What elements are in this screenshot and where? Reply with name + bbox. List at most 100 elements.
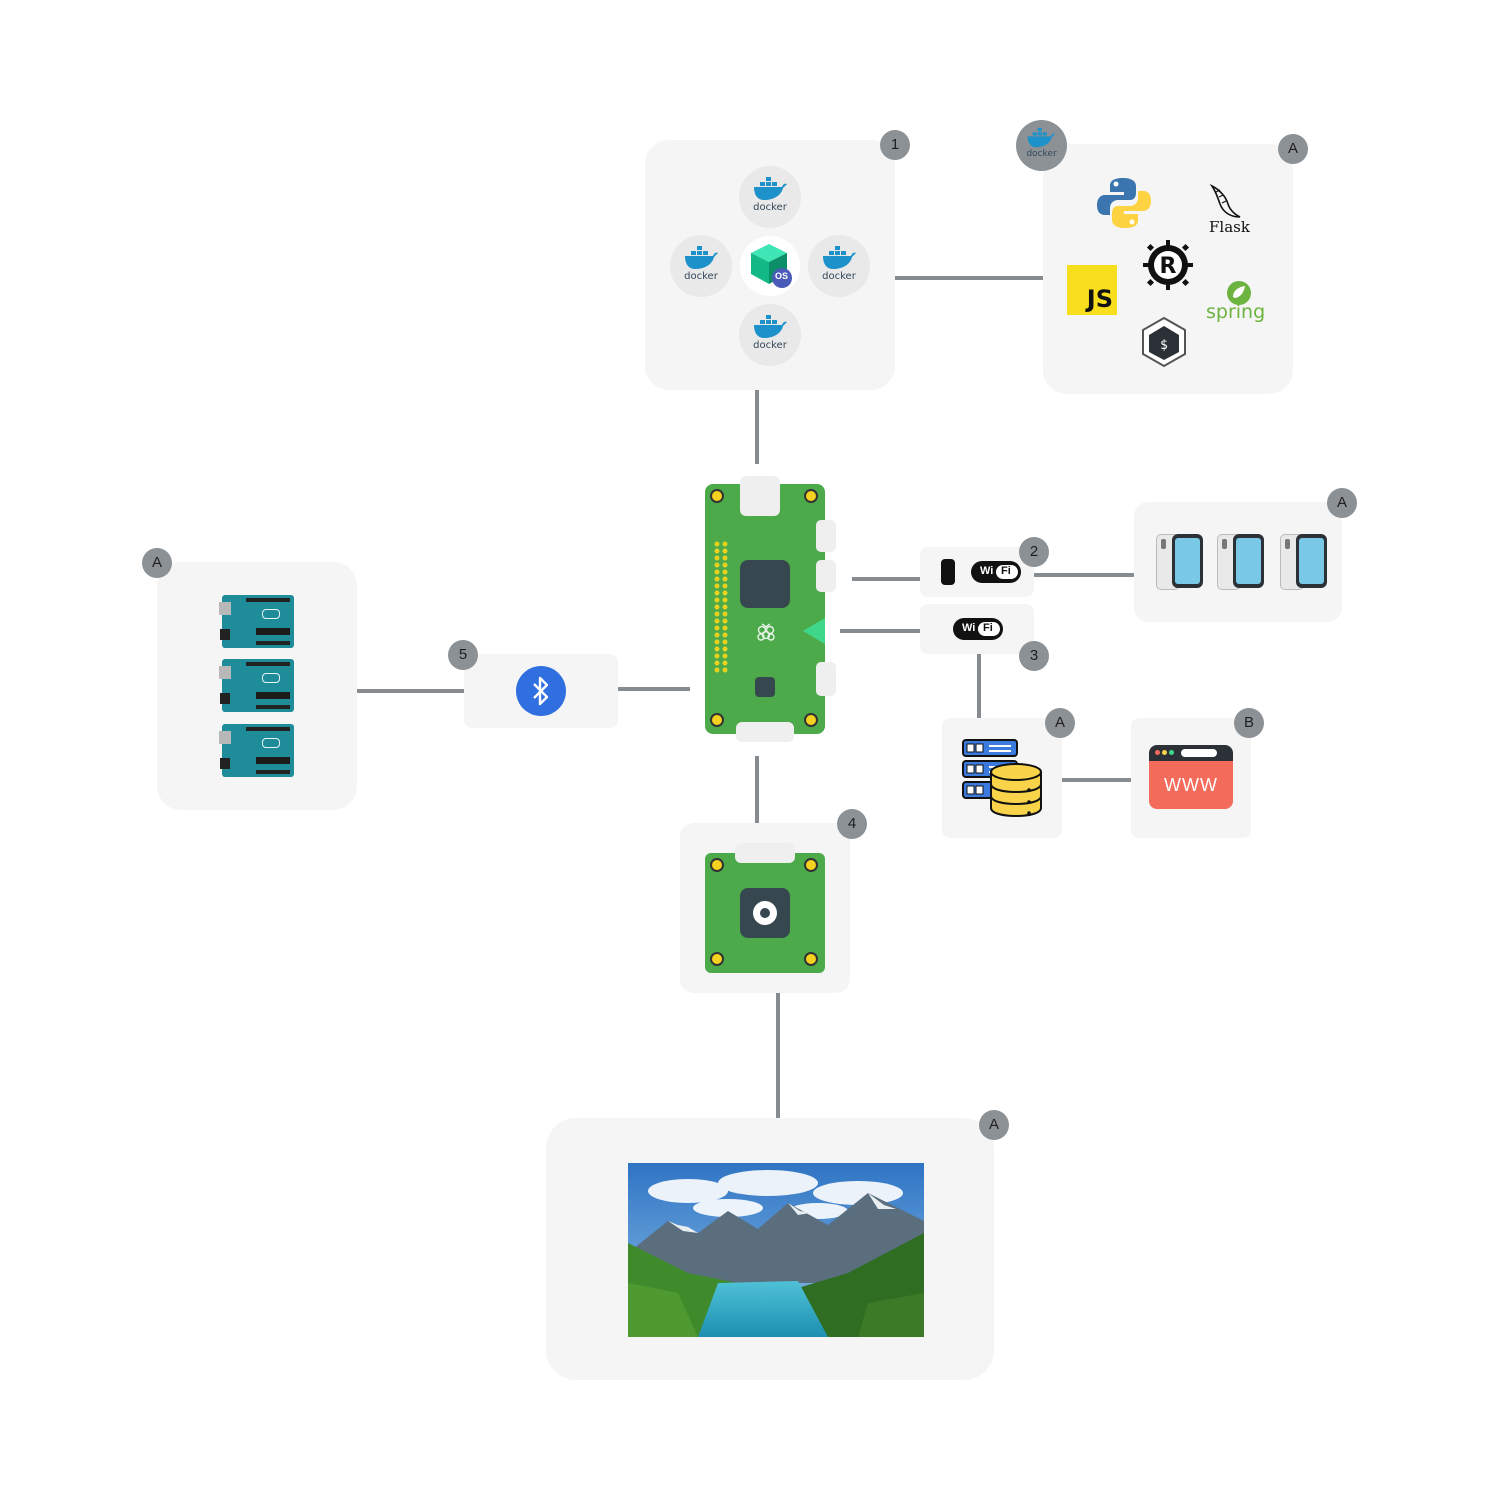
browser-dot <box>1155 750 1160 755</box>
camera-hole <box>804 952 818 966</box>
javascript-icon: JS <box>1067 265 1117 315</box>
wifi-icon: Wi Fi <box>971 561 1021 583</box>
docker-icon <box>754 315 787 338</box>
badge-wifi-phone: 2 <box>1019 537 1049 567</box>
phone-screen <box>1175 538 1200 584</box>
wifi-badge-pill <box>996 565 1018 579</box>
smartphone-icon <box>1280 534 1330 590</box>
svg-text:R: R <box>1160 254 1177 279</box>
badge-display-panel: A <box>979 1110 1009 1140</box>
connector-wifi3-to-server <box>977 652 981 728</box>
camera-module <box>705 853 825 973</box>
badge-languages-panel: A <box>1278 134 1308 164</box>
board-processor-chip <box>740 560 790 608</box>
camera-lens-center <box>760 908 770 918</box>
os-center: OS <box>740 236 800 296</box>
arduino-logo <box>262 738 280 748</box>
docker-container-left: docker <box>670 235 732 297</box>
docker-label: docker <box>822 271 856 282</box>
docker-container-right: docker <box>808 235 870 297</box>
browser-address-bar <box>1181 749 1217 757</box>
wifi-dongle-icon <box>941 559 955 585</box>
flask-icon <box>1209 184 1241 218</box>
board-hole <box>804 489 818 503</box>
spring-icon <box>1227 281 1251 305</box>
phone-screen <box>1236 538 1261 584</box>
os-cube-icon <box>751 244 792 288</box>
board-small-chip <box>755 677 775 697</box>
os-label: OS <box>775 271 789 281</box>
connector-camera-to-display <box>776 993 780 1135</box>
board-status-led <box>803 618 825 644</box>
badge-bluetooth-panel: 5 <box>448 640 478 670</box>
flask-label: Flask <box>1209 218 1250 236</box>
wifi-label-right: Fi <box>983 622 993 634</box>
connector-board-to-wifi3 <box>840 629 924 633</box>
badge-arduino-panel: A <box>142 548 172 578</box>
docker-label: docker <box>684 271 718 282</box>
board-port-top <box>740 476 780 516</box>
phone-screen <box>1299 538 1324 584</box>
connector-os-to-board <box>755 388 759 464</box>
bluetooth-rune <box>533 676 549 706</box>
connector-board-to-bluetooth <box>614 687 690 691</box>
board-hole <box>710 713 724 727</box>
board-port-right-3 <box>816 662 836 696</box>
phone-camera <box>1222 539 1227 549</box>
badge-phones-panel: A <box>1327 488 1357 518</box>
connector-wifi2-to-phones <box>1030 573 1144 577</box>
arduino-usb-port <box>219 731 231 744</box>
database-icon <box>990 763 1042 818</box>
arduino-logo <box>262 609 280 619</box>
shell-hexagon <box>1142 316 1186 368</box>
badge-os-panel: 1 <box>880 130 910 160</box>
rust-icon: R <box>1143 240 1193 290</box>
arduino-logo <box>262 673 280 683</box>
arduino-header-top <box>246 727 290 731</box>
phone-camera <box>1161 539 1166 549</box>
arduino-board <box>219 724 294 777</box>
arduino-power-jack <box>220 758 230 769</box>
docker-container-top: docker <box>739 166 801 228</box>
browser-body <box>1149 761 1233 809</box>
wifi-icon: Wi Fi <box>953 618 1003 640</box>
camera-hole <box>804 858 818 872</box>
web-browser-icon: WWW <box>1149 745 1233 809</box>
web-label: WWW <box>1164 775 1218 795</box>
connector-bluetooth-to-arduino <box>342 689 472 693</box>
wifi-badge-pill <box>978 622 1000 636</box>
arduino-power-jack <box>220 693 230 704</box>
bluetooth-icon <box>516 666 566 716</box>
arduino-header-bottom <box>256 705 290 709</box>
browser-dot <box>1162 750 1167 755</box>
connector-board-to-wifi2 <box>852 577 922 581</box>
smartphone-icon <box>1156 534 1206 590</box>
docker-icon <box>1027 128 1056 148</box>
gpio-header <box>714 541 728 673</box>
wifi-label-left: Wi <box>962 622 976 634</box>
browser-dot <box>1169 750 1174 755</box>
camera-hole <box>710 858 724 872</box>
arduino-usb-port <box>219 666 231 679</box>
docker-host-circle: docker <box>1016 120 1067 171</box>
camera-hole <box>710 952 724 966</box>
phone-camera <box>1285 539 1290 549</box>
badge-wifi-server: 3 <box>1019 641 1049 671</box>
docker-label: docker <box>753 202 787 213</box>
wifi-label-left: Wi <box>980 565 994 577</box>
docker-icon <box>685 246 718 269</box>
shell-label: $ <box>1160 338 1168 353</box>
camera-connector <box>735 843 795 863</box>
raspberry-logo-icon <box>757 623 775 641</box>
badge-web-panel: B <box>1234 708 1264 738</box>
board-port-right-1 <box>816 520 836 552</box>
board-port-right-2 <box>816 560 836 592</box>
raspberry-pi-board <box>705 484 825 734</box>
arduino-power-jack <box>220 629 230 640</box>
docker-label: docker <box>753 340 787 351</box>
wifi-label-right: Fi <box>1001 565 1011 577</box>
arduino-header-top <box>246 662 290 666</box>
board-hole <box>804 713 818 727</box>
connector-server-to-web <box>1052 778 1146 782</box>
python-icon <box>1097 178 1151 228</box>
